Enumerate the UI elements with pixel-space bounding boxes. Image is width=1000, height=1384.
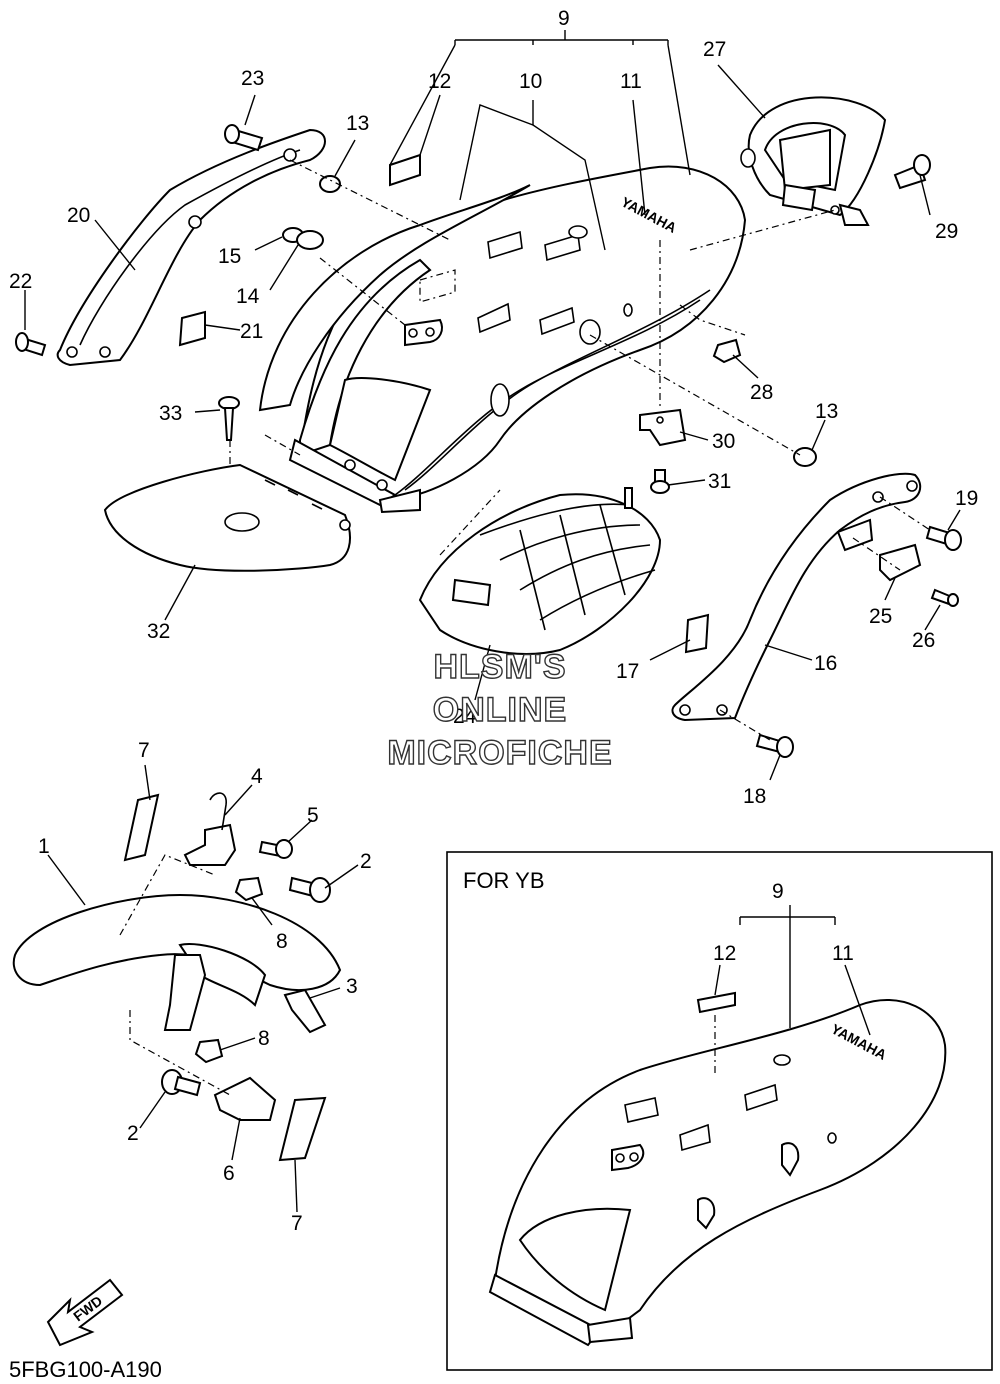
callout-17: 17 [616, 660, 639, 683]
stud [624, 487, 633, 509]
bolt-2-top [288, 876, 331, 903]
leader-lines [24, 30, 961, 1213]
inner-fender [418, 493, 662, 655]
watermark: HLSM'S ONLINE MICROFICHE [387, 647, 613, 772]
callout-7: 7 [291, 1212, 303, 1235]
callout-32: 32 [147, 620, 170, 643]
bolt-29 [893, 154, 931, 190]
callout-2: 2 [127, 1122, 139, 1145]
callout-13: 13 [815, 400, 838, 423]
damper-17 [684, 613, 710, 654]
callout-25: 25 [869, 605, 892, 628]
screw-31 [650, 469, 670, 494]
callout-22: 22 [9, 270, 32, 293]
callout-7: 7 [138, 739, 150, 762]
screw-23 [224, 124, 264, 152]
callout-28: 28 [750, 381, 773, 404]
callout-27: 27 [703, 38, 726, 61]
bracket-30 [639, 408, 687, 447]
diagram-code: 5FBG100-A190 [9, 1357, 162, 1382]
inset-fender: YAMAHA [488, 991, 947, 1347]
nut-8-top [234, 876, 264, 902]
callout-10: 10 [519, 70, 542, 93]
callout-21: 21 [240, 320, 263, 343]
grab-bar-left [56, 128, 326, 367]
callout-1: 1 [38, 835, 50, 858]
inset-box [446, 851, 993, 1371]
callout-23: 23 [241, 67, 264, 90]
bolt-2-bottom [161, 1069, 202, 1097]
callout-4: 4 [251, 765, 263, 788]
callout-13: 13 [346, 112, 369, 135]
callout-26: 26 [912, 629, 935, 652]
callout-14: 14 [236, 285, 260, 308]
stay-6 [213, 1076, 277, 1121]
callout-9: 9 [772, 880, 784, 903]
callout-2: 2 [360, 850, 372, 873]
callout-15: 15 [218, 245, 241, 268]
callout-20: 20 [67, 204, 90, 227]
screw-22 [15, 332, 47, 357]
bracket-25 [879, 543, 922, 582]
callout-11: 11 [620, 70, 642, 93]
mud-flap [103, 463, 351, 572]
callout-19: 19 [955, 487, 978, 510]
callout-31: 31 [708, 470, 731, 493]
callout-9: 9 [558, 7, 570, 30]
stay-4 [183, 823, 237, 866]
rear-fender: YAMAHA [258, 153, 747, 514]
callout-8: 8 [276, 930, 288, 953]
grab-bar-right [671, 472, 922, 722]
screw-19 [925, 525, 962, 551]
taillight-assembly [740, 96, 887, 226]
callout-30: 30 [712, 430, 735, 453]
callout-33: 33 [159, 402, 182, 425]
callout-18: 18 [743, 785, 766, 808]
callout-6: 6 [223, 1162, 235, 1185]
watermark-line-1: HLSM'S [433, 648, 566, 686]
collar-13-top [319, 175, 341, 193]
grommet-14 [296, 230, 324, 250]
callout-labels: 9 10 11 12 13 13 14 15 16 17 18 19 20 21… [9, 7, 978, 1235]
screw-18 [755, 733, 794, 758]
screw-33 [218, 396, 240, 441]
callout-12: 12 [428, 70, 451, 93]
watermark-line-2: ONLINE [433, 691, 567, 729]
assembly-lines [119, 159, 931, 1096]
fwd-arrow-icon: FWD [46, 1278, 124, 1347]
damper-7-bottom [278, 1096, 327, 1162]
bolt-5 [258, 839, 293, 859]
watermark-line-3: MICROFICHE [387, 734, 612, 772]
damper-7-top [123, 793, 160, 862]
callout-29: 29 [935, 220, 958, 243]
callout-11: 11 [832, 942, 854, 965]
nut-8-bottom [194, 1038, 224, 1064]
callout-12: 12 [713, 942, 736, 965]
callout-16: 16 [814, 652, 837, 675]
screw-26 [930, 588, 959, 607]
callout-3: 3 [346, 975, 358, 998]
collar-13-right [793, 447, 817, 467]
nut-28 [712, 338, 742, 364]
inset-label: FOR YB [463, 868, 545, 893]
front-fender [12, 893, 342, 1031]
reflector-3 [283, 988, 327, 1034]
damper-21 [178, 310, 206, 347]
callout-24: 24 [453, 705, 477, 728]
callout-5: 5 [307, 804, 319, 827]
callout-8: 8 [258, 1027, 270, 1050]
